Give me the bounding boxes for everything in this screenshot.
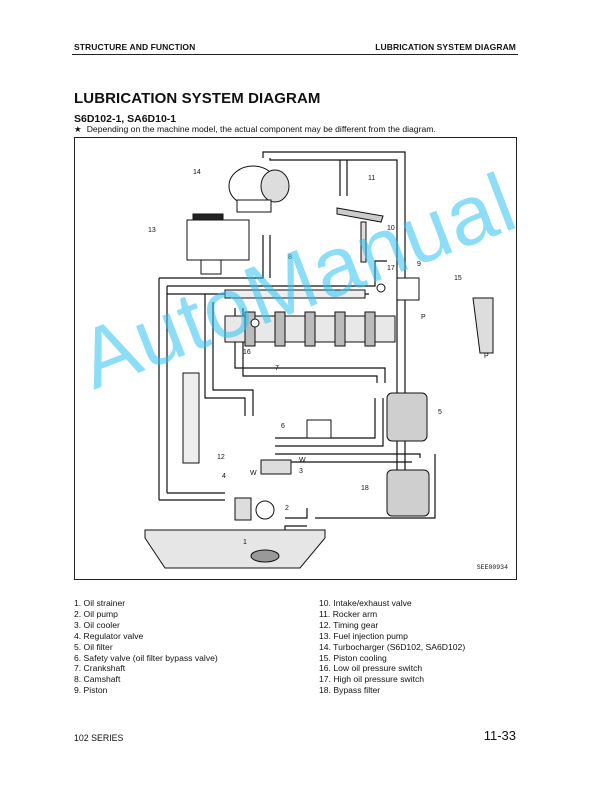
header-section: STRUCTURE AND FUNCTION <box>74 42 196 52</box>
callout-14: 14 <box>193 169 201 176</box>
star-icon: ★ <box>74 124 82 134</box>
legend-item: 9. Piston <box>74 685 108 696</box>
legend-item: 15. Piston cooling <box>319 652 387 663</box>
legend-item: 3. Oil cooler <box>74 619 120 630</box>
header-topic: LUBRICATION SYSTEM DIAGRAM <box>375 42 516 52</box>
legend-item: 11. Rocker arm <box>319 608 378 619</box>
legend-column-1: 1. Oil strainer 2. Oil pump 3. Oil coole… <box>74 598 218 696</box>
page-number: 11-33 <box>483 728 516 743</box>
callout-1: 1 <box>243 539 247 546</box>
legend-item: 5. Oil filter <box>74 641 113 652</box>
legend-item: 6. Safety valve (oil filter bypass valve… <box>74 652 218 663</box>
diagram-svg: 1 2 3 4 5 6 7 8 9 10 11 12 13 14 15 16 1… <box>144 151 494 569</box>
callout-18: 18 <box>361 485 369 492</box>
callout-5: 5 <box>438 409 442 416</box>
callout-7: 7 <box>275 365 279 372</box>
callout-6: 6 <box>281 423 285 430</box>
legend-column-2: 10. Intake/exhaust valve 11. Rocker arm … <box>319 598 465 696</box>
port-label-p-cooling: P <box>484 353 489 360</box>
components <box>144 165 494 569</box>
lubrication-diagram: 1 2 3 4 5 6 7 8 9 10 11 12 13 14 15 16 1… <box>74 137 517 580</box>
footer-series: 102 SERIES <box>74 733 124 743</box>
callout-13: 13 <box>148 227 156 234</box>
legend-item: 4. Regulator valve <box>74 630 144 641</box>
legend-item: 8. Camshaft <box>74 674 121 685</box>
callout-12: 12 <box>217 454 225 461</box>
legend-item: 10. Intake/exhaust valve <box>319 598 412 608</box>
legend-item: 18. Bypass filter <box>319 685 381 696</box>
page-title: LUBRICATION SYSTEM DIAGRAM <box>74 90 321 107</box>
legend-item: 16. Low oil pressure switch <box>319 663 423 674</box>
note-text: Depending on the machine model, the actu… <box>86 124 436 134</box>
legend-item: 14. Turbocharger (S6D102, SA6D102) <box>319 641 466 652</box>
port-label-w-in: W <box>250 470 257 477</box>
page-header: STRUCTURE AND FUNCTION LUBRICATION SYSTE… <box>74 42 516 56</box>
callout-15: 15 <box>454 275 462 282</box>
callout-10: 10 <box>387 225 395 232</box>
callout-16: 16 <box>243 349 251 356</box>
callout-17: 17 <box>387 265 395 272</box>
callout-labels: 1 2 3 4 5 6 7 8 9 10 11 12 13 14 15 16 1… <box>148 169 489 546</box>
note: ★ Depending on the machine model, the act… <box>74 124 436 135</box>
callout-9: 9 <box>417 261 421 268</box>
legend-item: 17. High oil pressure switch <box>319 674 425 685</box>
legend-item: 12. Timing gear <box>319 619 379 630</box>
legend-item: 2. Oil pump <box>74 608 118 619</box>
legend-item: 13. Fuel injection pump <box>319 630 408 641</box>
callout-3: 3 <box>299 468 303 475</box>
port-label-p-piston: P <box>421 314 426 321</box>
figure-code: SEE00934 <box>476 564 508 571</box>
callout-8: 8 <box>288 254 292 261</box>
legend-item: 1. Oil strainer <box>74 598 126 608</box>
callout-11: 11 <box>368 175 375 182</box>
port-label-w-out: W <box>299 457 306 464</box>
model-subtitle: S6D102-1, SA6D10-1 <box>74 113 177 125</box>
callout-4: 4 <box>222 473 226 480</box>
legend-item: 7. Crankshaft <box>74 663 126 674</box>
header-rule <box>72 54 518 55</box>
callout-2: 2 <box>285 505 289 512</box>
